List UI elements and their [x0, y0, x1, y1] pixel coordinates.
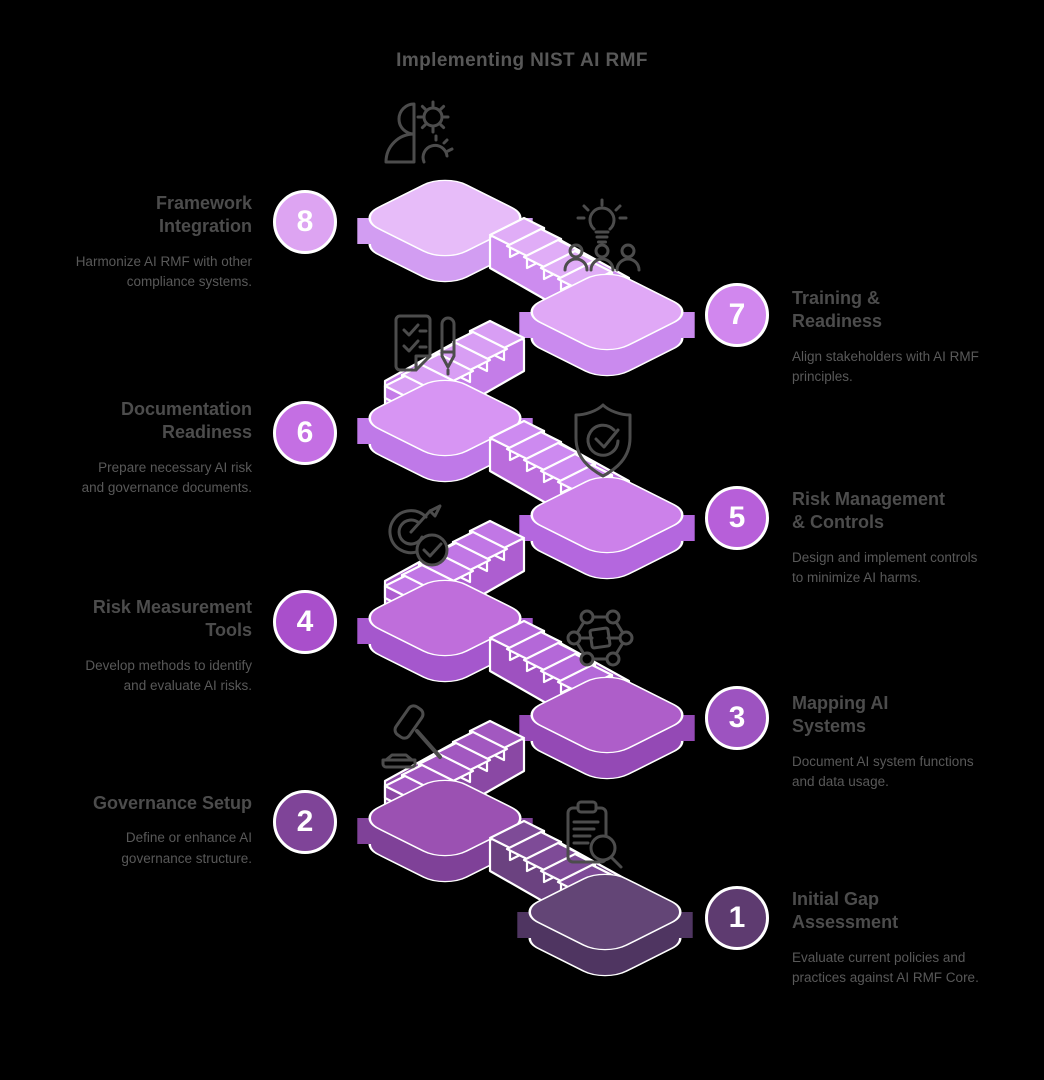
step-block-2: Governance Setup Define or enhance AI go… [30, 792, 252, 869]
step-badge-8: 8 [273, 190, 337, 254]
step-title: Risk Management & Controls [792, 489, 946, 533]
step-badge-5: 5 [705, 486, 769, 550]
step-block-6: Documentation Readiness Prepare necessar… [30, 398, 252, 499]
step-description: Evaluate current policies and practices … [792, 949, 979, 986]
step-number: 1 [728, 901, 746, 934]
step-number: 7 [728, 298, 746, 331]
step-description: Design and implement controls to minimiz… [792, 549, 978, 586]
step-description: Harmonize AI RMF with other compliance s… [75, 253, 252, 290]
step-block-1: Initial Gap Assessment Evaluate current … [792, 888, 1020, 989]
step-number: 6 [296, 416, 314, 449]
step-title: Governance Setup [92, 793, 252, 813]
step-description: Document AI system functions and data us… [792, 753, 974, 790]
step-block-3: Mapping AI Systems Document AI system fu… [792, 692, 1020, 793]
step-title: Initial Gap Assessment [792, 889, 899, 933]
step-title: Risk Measurement Tools [92, 597, 252, 641]
step-block-5: Risk Management & Controls Design and im… [792, 488, 1020, 589]
step-badge-6: 6 [273, 401, 337, 465]
gavel-icon [381, 704, 442, 769]
step-description: Develop methods to identify and evaluate… [85, 657, 252, 694]
person-gears-icon [384, 100, 454, 164]
step-title: Documentation Readiness [120, 399, 252, 443]
target-check-icon [388, 504, 449, 567]
step-badge-7: 7 [705, 283, 769, 347]
step-description: Prepare necessary AI risk and governance… [81, 459, 252, 496]
step-badge-4: 4 [273, 590, 337, 654]
step-description: Define or enhance AI governance structur… [121, 830, 252, 866]
step-description: Align stakeholders with AI RMF principle… [792, 348, 979, 385]
step-block-7: Training & Readiness Align stakeholders … [792, 287, 1020, 388]
network-nodes-icon [566, 609, 634, 667]
shield-check-icon [574, 403, 632, 478]
step-block-4: Risk Measurement Tools Develop methods t… [30, 596, 252, 697]
step-number: 5 [728, 501, 746, 534]
clipboard-search-icon [566, 800, 623, 869]
checklist-pen-icon [394, 314, 456, 376]
lightbulb-team-icon [563, 198, 641, 272]
step-badge-3: 3 [705, 686, 769, 750]
step-title: Framework Integration [155, 193, 252, 237]
step-number: 2 [296, 805, 314, 838]
page-title: Implementing NIST AI RMF [396, 50, 648, 71]
step-badge-2: 2 [273, 790, 337, 854]
step-block-8: Framework Integration Harmonize AI RMF w… [30, 192, 252, 293]
step-badge-1: 1 [705, 886, 769, 950]
step-number: 8 [296, 205, 314, 238]
step-title: Mapping AI Systems [792, 693, 889, 737]
step-number: 3 [728, 701, 746, 734]
step-number: 4 [296, 605, 314, 638]
step-title: Training & Readiness [792, 288, 883, 332]
